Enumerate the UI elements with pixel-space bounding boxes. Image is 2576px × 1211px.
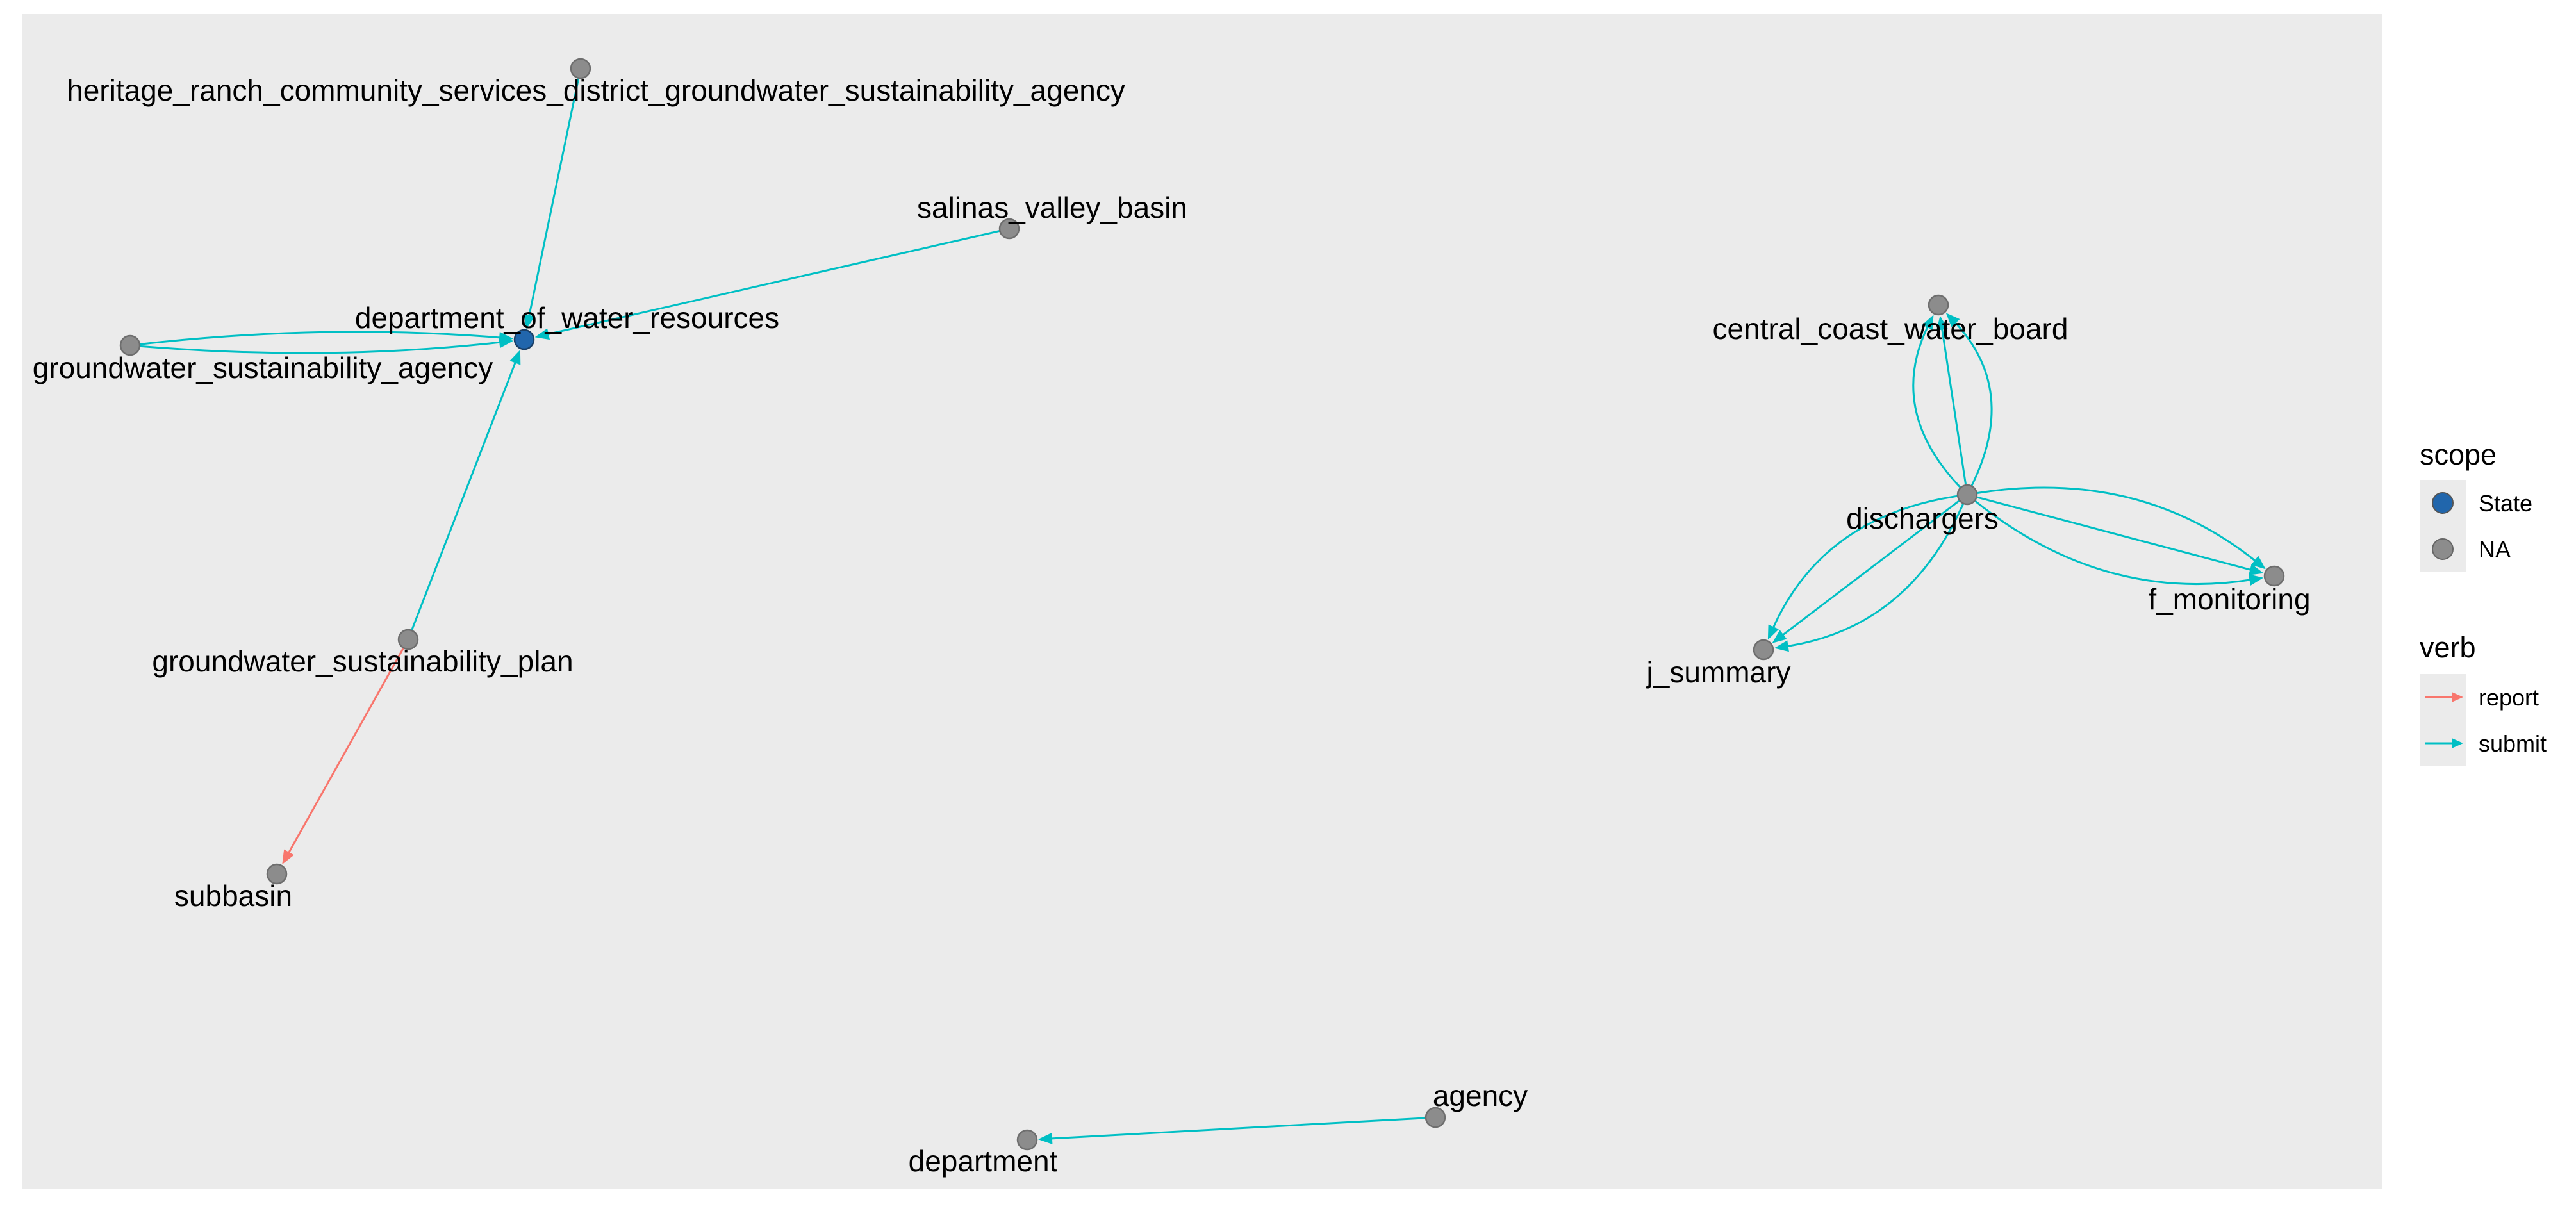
edge-submit-dischargers-to-jsum [1785,503,1965,648]
node-label-heritage: heritage_ranch_community_services_distri… [67,74,1125,107]
arrowhead-salinas-to-dwr [534,328,550,340]
edge-submit-gsp-to-dwr [411,360,517,631]
node-subbasin [266,863,288,885]
node-department [1016,1129,1038,1151]
legend-label-state: State [2479,490,2532,516]
legend-key-state [2432,492,2454,514]
node-label-dwr: department_of_water_resources [355,301,779,334]
legend-key-submit-arrow [2452,738,2463,748]
edges-layer [139,78,2266,1144]
arrowhead-gsa-to-dwr [499,336,514,349]
node-gsa [119,334,141,356]
node-label-subbasin: subbasin [174,879,292,912]
node-jsum [1753,639,1774,661]
legend-scope-title: scope [2420,438,2497,471]
node-label-department: department [909,1144,1058,1178]
node-heritage [570,58,591,79]
arrowhead-dischargers-to-jsum [1772,630,1787,643]
arrowhead-dischargers-to-jsum [1774,640,1789,652]
edge-submit-dischargers-to-ccwb [1912,324,1961,489]
edge-submit-agency-to-department [1049,1117,1426,1140]
node-label-gsa: groundwater_sustainability_agency [33,351,493,384]
arrowhead-dischargers-to-ccwb [1936,315,1948,331]
arrowhead-dischargers-to-jsum [1767,624,1779,640]
edge-submit-salinas-to-dwr [545,229,1000,336]
legend-label-na: NA [2479,536,2511,563]
legend-label-report: report [2479,684,2539,711]
node-label-agency: agency [1433,1079,1528,1112]
node-gsp [397,629,419,650]
node-agency [1424,1107,1446,1128]
edge-submit-dischargers-to-ccwb [1953,320,1993,487]
arrowhead-dischargers-to-fmon [2250,556,2266,570]
edge-submit-gsa-to-dwr [139,341,502,354]
edge-submit-heritage-to-dwr [527,78,580,318]
legend-verb-title: verb [2420,631,2476,664]
node-label-dischargers: dischargers [1846,502,1999,535]
nodes-layer [119,58,2285,1151]
node-label-gsp: groundwater_sustainability_plan [152,645,573,678]
node-label-jsum: j_summary [1646,655,1791,689]
legend: scope State NA verb report submit [2420,438,2547,766]
legend-key-na [2432,538,2454,560]
edge-submit-gsa-to-dwr [139,331,502,345]
edge-report-gsp-to-subbasin [286,647,404,855]
arrowhead-agency-to-department [1037,1132,1053,1144]
node-salinas [998,218,1020,240]
node-fmon [2263,565,2285,587]
plot-panel [22,14,2382,1189]
edge-submit-dischargers-to-jsum [1771,495,1958,630]
edge-submit-dischargers-to-jsum [1780,499,1960,637]
arrowhead-dischargers-to-ccwb [1945,313,1960,327]
node-dischargers [1956,484,1978,506]
arrowhead-gsp-to-dwr [509,349,521,365]
edge-submit-dischargers-to-ccwb [1940,327,1967,486]
edge-submit-dischargers-to-fmon [1974,500,2252,586]
node-ccwb [1928,294,1949,316]
arrowhead-heritage-to-dwr [524,313,535,329]
edge-submit-dischargers-to-fmon [1976,496,2253,572]
labels-layer: heritage_ranch_community_services_distri… [33,74,2311,1178]
legend-key-report-arrow [2452,692,2463,702]
legend-label-submit: submit [2479,730,2547,757]
node-label-ccwb: central_coast_water_board [1713,312,2068,345]
arrowhead-gsp-to-subbasin [282,849,294,865]
node-label-fmon: f_monitoring [2148,582,2310,616]
node-dwr [513,329,535,350]
arrowhead-dischargers-to-fmon [2249,574,2264,586]
edge-submit-dischargers-to-fmon [1976,486,2258,563]
arrowhead-dischargers-to-ccwb [1922,315,1934,330]
node-label-salinas: salinas_valley_basin [917,191,1187,224]
arrowhead-dischargers-to-fmon [2248,564,2264,575]
